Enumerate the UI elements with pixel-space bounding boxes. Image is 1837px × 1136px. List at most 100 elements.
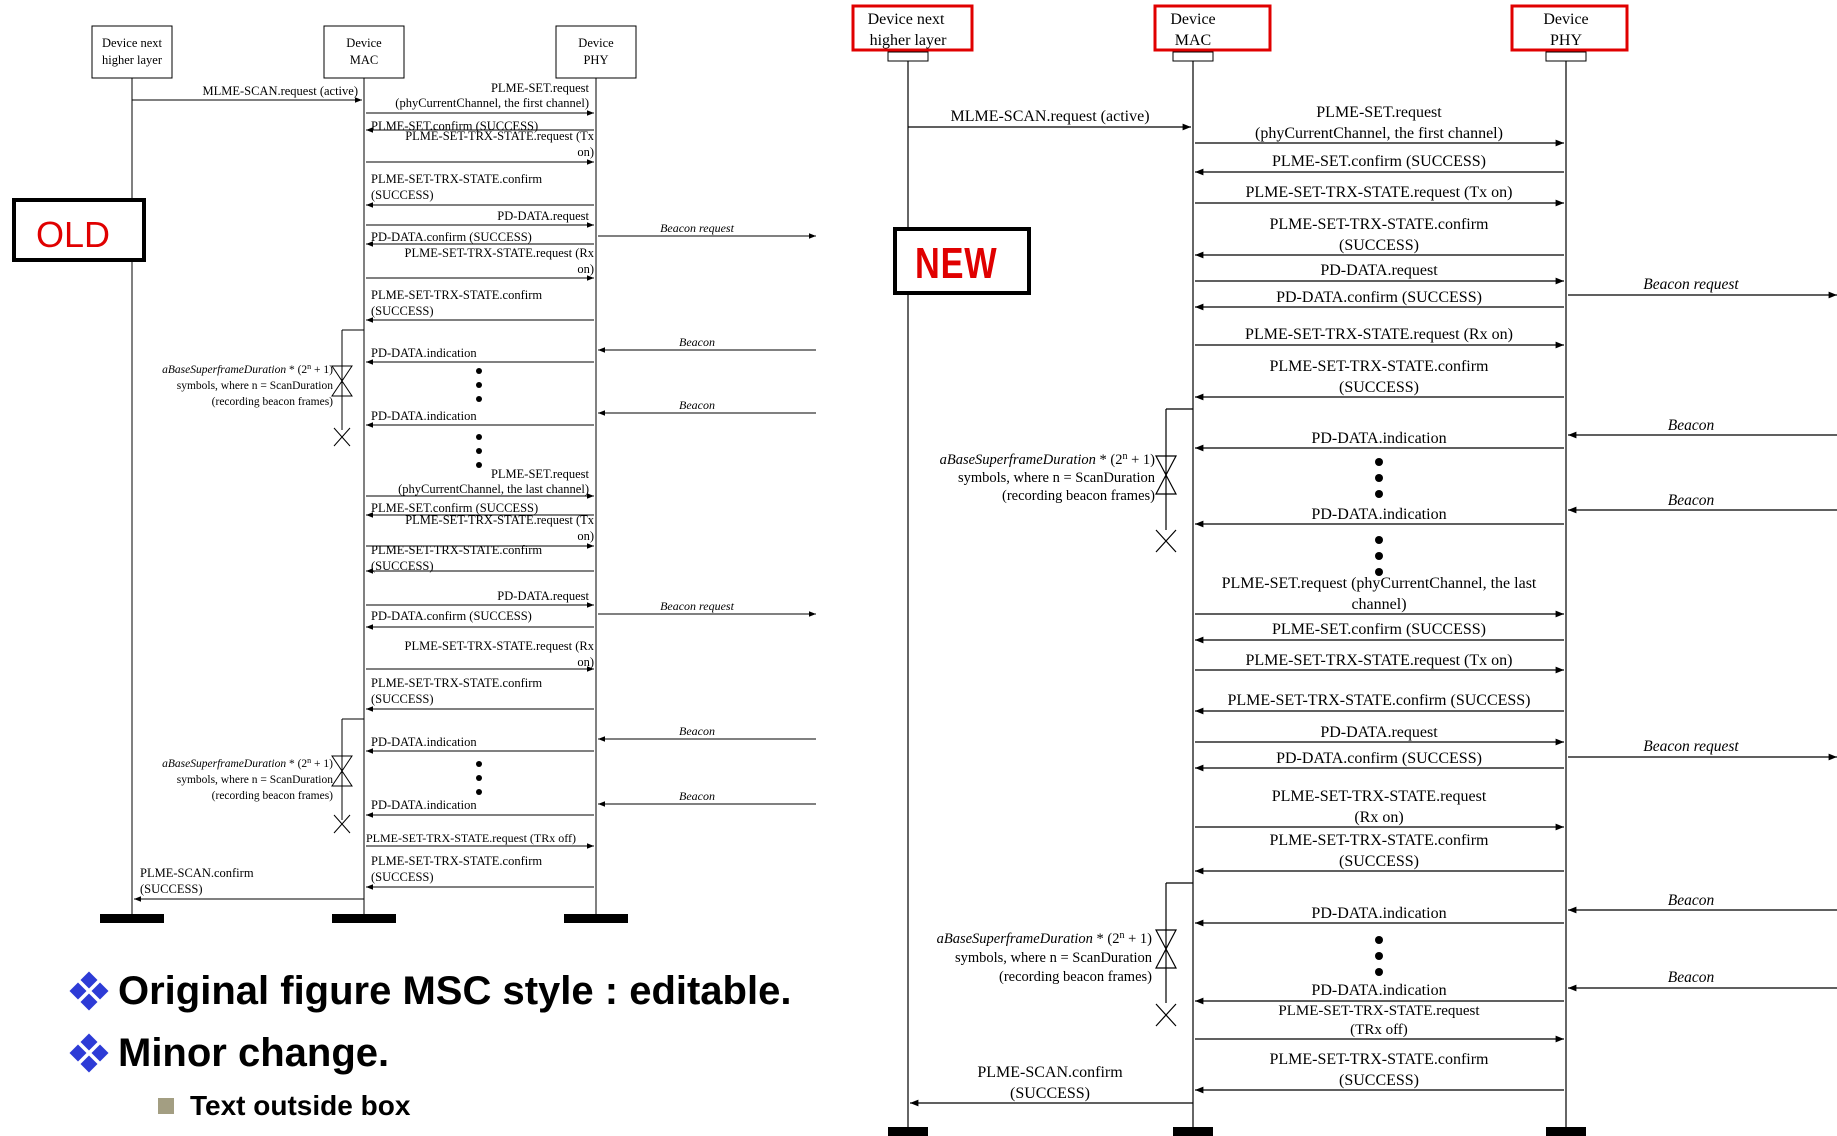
- svg-text:PLME-SET-TRX-STATE.confirm: PLME-SET-TRX-STATE.confirm: [1270, 832, 1490, 849]
- svg-text:PLME-SET-TRX-STATE.request (TR: PLME-SET-TRX-STATE.request (TRx off): [366, 831, 576, 845]
- svg-text:(Rx on): (Rx on): [1354, 809, 1403, 826]
- old-lifeline-higher-l2: higher layer: [102, 53, 163, 67]
- svg-text:PHY: PHY: [1550, 32, 1582, 49]
- old-msg-scan-request: MLME-SCAN.request (active): [202, 84, 358, 98]
- svg-text:Beacon: Beacon: [1668, 417, 1715, 434]
- svg-text:Beacon: Beacon: [679, 789, 715, 803]
- svg-text:PD-DATA.indication: PD-DATA.indication: [1311, 430, 1446, 447]
- new-diagram: Device next higher layer Device MAC Devi…: [851, 4, 1837, 1136]
- svg-text:on): on): [577, 262, 594, 276]
- svg-text:PLME-SET-TRX-STATE.request (Tx: PLME-SET-TRX-STATE.request (Tx: [405, 513, 595, 527]
- svg-text:PD-DATA.confirm (SUCCESS): PD-DATA.confirm (SUCCESS): [1276, 289, 1482, 306]
- svg-text:PLME-SET.confirm (SUCCESS): PLME-SET.confirm (SUCCESS): [371, 501, 538, 515]
- svg-text:on): on): [577, 655, 594, 669]
- new-label-box: NEW: [893, 227, 1031, 295]
- svg-text:(SUCCESS): (SUCCESS): [371, 870, 434, 884]
- svg-text:aBaseSuperframeDuration * (2n: aBaseSuperframeDuration * (2n + 1): [940, 451, 1156, 469]
- svg-text:PD-DATA.request: PD-DATA.request: [497, 209, 589, 223]
- svg-text:PLME-SET-TRX-STATE.confirm: PLME-SET-TRX-STATE.confirm: [1270, 216, 1490, 233]
- old-lifeline-mac-l1: Device: [346, 36, 382, 50]
- svg-text:PLME-SET.confirm (SUCCESS): PLME-SET.confirm (SUCCESS): [1272, 621, 1486, 638]
- svg-text:Beacon: Beacon: [1668, 492, 1715, 509]
- svg-text:PLME-SET.request (phyCurrentCh: PLME-SET.request (phyCurrentChannel, the…: [1222, 575, 1537, 592]
- sub-bullet-item: Text outside box: [158, 1084, 791, 1128]
- svg-text:PLME-SET-TRX-STATE.request: PLME-SET-TRX-STATE.request: [1272, 788, 1487, 805]
- svg-text:(SUCCESS): (SUCCESS): [1010, 1085, 1090, 1102]
- svg-text:PLME-SCAN.confirm: PLME-SCAN.confirm: [140, 866, 254, 880]
- svg-text:PLME-SET-TRX-STATE.request (Tx: PLME-SET-TRX-STATE.request (Tx on): [1246, 184, 1513, 201]
- svg-text:PLME-SET-TRX-STATE.confirm: PLME-SET-TRX-STATE.confirm: [1270, 358, 1490, 375]
- svg-text:symbols, where n = ScanDuratio: symbols, where n = ScanDuration: [955, 950, 1153, 966]
- svg-text:PLME-SET-TRX-STATE.request: PLME-SET-TRX-STATE.request: [1278, 1003, 1480, 1019]
- svg-text:PLME-SET-TRX-STATE.request (Tx: PLME-SET-TRX-STATE.request (Tx on): [1246, 652, 1513, 669]
- svg-text:PD-DATA.indication: PD-DATA.indication: [371, 735, 477, 749]
- svg-text:PD-DATA.confirm (SUCCESS): PD-DATA.confirm (SUCCESS): [1276, 750, 1482, 767]
- svg-text:MAC: MAC: [1175, 32, 1211, 49]
- svg-text:PLME-SET-TRX-STATE.confirm: PLME-SET-TRX-STATE.confirm: [371, 854, 542, 868]
- old-lifeline-higher-l1: Device next: [102, 36, 163, 50]
- svg-text:(TRx off): (TRx off): [1350, 1022, 1408, 1038]
- svg-text:Device: Device: [1170, 11, 1215, 28]
- svg-text:PLME-SET-TRX-STATE.confirm: PLME-SET-TRX-STATE.confirm: [371, 543, 542, 557]
- svg-text:aBaseSuperframeDuration * (2n: aBaseSuperframeDuration * (2n + 1): [937, 930, 1153, 948]
- svg-text:higher layer: higher layer: [870, 32, 948, 49]
- svg-text:aBaseSuperframeDuration * (2n: aBaseSuperframeDuration * (2n + 1): [162, 756, 333, 771]
- svg-text:PD-DATA.indication: PD-DATA.indication: [1311, 506, 1446, 523]
- svg-text:(phyCurrentChannel, the first: (phyCurrentChannel, the first channel): [1255, 125, 1503, 142]
- bullet-text: Original figure MSC style : editable.: [118, 968, 792, 1013]
- svg-text:(phyCurrentChannel, the last c: (phyCurrentChannel, the last channel): [398, 482, 589, 496]
- svg-text:Beacon request: Beacon request: [1643, 276, 1739, 293]
- svg-text:PLME-SET-TRX-STATE.confirm: PLME-SET-TRX-STATE.confirm: [371, 288, 542, 302]
- svg-text:PD-DATA.indication: PD-DATA.indication: [1311, 982, 1446, 999]
- svg-text:(SUCCESS): (SUCCESS): [1339, 379, 1419, 396]
- svg-text:(SUCCESS): (SUCCESS): [371, 188, 434, 202]
- svg-text:PLME-SET.request: PLME-SET.request: [491, 467, 590, 481]
- svg-text:PLME-SET-TRX-STATE.confirm: PLME-SET-TRX-STATE.confirm: [1270, 1051, 1490, 1068]
- svg-text:PLME-SET-TRX-STATE.request (Rx: PLME-SET-TRX-STATE.request (Rx: [405, 639, 595, 653]
- svg-text:symbols, where n = ScanDuratio: symbols, where n = ScanDuration: [958, 470, 1156, 486]
- svg-text:Beacon: Beacon: [679, 398, 715, 412]
- svg-text:symbols, where n = ScanDuratio: symbols, where n = ScanDuration: [177, 380, 334, 392]
- svg-text:Device next: Device next: [868, 11, 945, 28]
- svg-text:symbols, where n = ScanDuratio: symbols, where n = ScanDuration: [177, 774, 334, 786]
- svg-text:(recording beacon frames): (recording beacon frames): [212, 396, 333, 408]
- svg-text:(SUCCESS): (SUCCESS): [1339, 853, 1419, 870]
- svg-text:Beacon request: Beacon request: [1643, 738, 1739, 755]
- svg-text:(SUCCESS): (SUCCESS): [371, 559, 434, 573]
- svg-text:PLME-SET-TRX-STATE.confirm: PLME-SET-TRX-STATE.confirm: [371, 676, 542, 690]
- svg-text:Beacon: Beacon: [679, 335, 715, 349]
- svg-text:PD-DATA.indication: PD-DATA.indication: [371, 346, 477, 360]
- svg-text:PLME-SET.request: PLME-SET.request: [491, 81, 590, 95]
- svg-text:PLME-SET-TRX-STATE.confirm (SU: PLME-SET-TRX-STATE.confirm (SUCCESS): [1227, 692, 1530, 709]
- svg-text:(recording beacon frames): (recording beacon frames): [999, 969, 1152, 985]
- svg-text:PD-DATA.request: PD-DATA.request: [1320, 262, 1438, 279]
- svg-text:(SUCCESS): (SUCCESS): [1339, 1072, 1419, 1089]
- svg-text:Beacon: Beacon: [1668, 892, 1715, 909]
- svg-text:Beacon request: Beacon request: [660, 599, 735, 613]
- svg-text:PLME-SET.request: PLME-SET.request: [1316, 104, 1442, 121]
- bullet-text: Minor change.: [118, 1030, 390, 1075]
- bullet-item: Original figure MSC style : editable.: [69, 960, 792, 1022]
- svg-text:PLME-SET.confirm (SUCCESS): PLME-SET.confirm (SUCCESS): [371, 119, 538, 133]
- diamond-bullet-icon: [69, 1033, 109, 1073]
- old-lifeline-mac-l2: MAC: [350, 53, 378, 67]
- svg-text:(recording beacon frames): (recording beacon frames): [1002, 488, 1155, 504]
- svg-text:Beacon: Beacon: [1668, 969, 1715, 986]
- svg-text:channel): channel): [1351, 596, 1406, 613]
- svg-text:(recording beacon frames): (recording beacon frames): [212, 790, 333, 802]
- svg-text:(SUCCESS): (SUCCESS): [371, 692, 434, 706]
- svg-text:PLME-SET-TRX-STATE.request (Tx: PLME-SET-TRX-STATE.request (Tx: [405, 129, 595, 143]
- svg-text:Device: Device: [1543, 11, 1588, 28]
- svg-text:PD-DATA.indication: PD-DATA.indication: [1311, 905, 1446, 922]
- old-beacon-request-1: Beacon request: [660, 221, 735, 235]
- bullet-list: Original figure MSC style : editable. Mi…: [69, 960, 792, 1128]
- svg-text:(phyCurrentChannel, the first: (phyCurrentChannel, the first channel): [395, 96, 589, 110]
- new-label: NEW: [915, 239, 998, 288]
- svg-text:PD-DATA.request: PD-DATA.request: [1320, 724, 1438, 741]
- old-lifeline-phy-l1: Device: [578, 36, 614, 50]
- svg-text:PD-DATA.confirm (SUCCESS): PD-DATA.confirm (SUCCESS): [371, 609, 532, 623]
- old-lifeline-phy-l2: PHY: [583, 53, 608, 67]
- square-bullet-icon: [158, 1098, 174, 1114]
- svg-text:MLME-SCAN.request (active): MLME-SCAN.request (active): [950, 108, 1149, 125]
